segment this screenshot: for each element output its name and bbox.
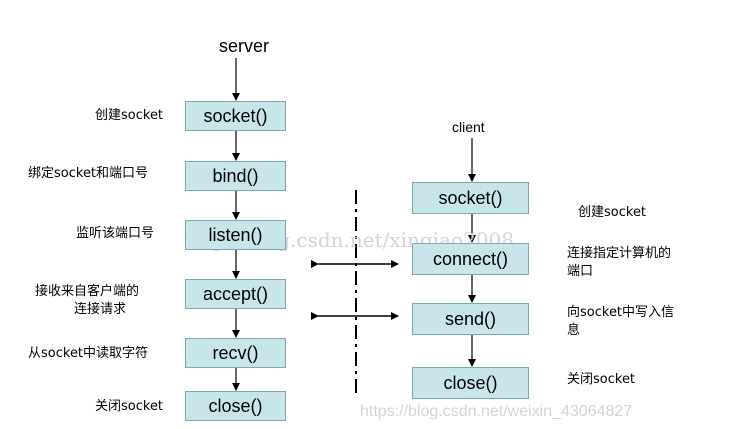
server-accept-box: accept() (185, 279, 286, 309)
client-label-close: 关闭socket (567, 372, 636, 387)
server-bind-box: bind() (185, 161, 286, 191)
server-label-bind: 绑定socket和端口号 (28, 166, 149, 181)
server-close-box: close() (185, 391, 286, 421)
watermark-bottom: https://blog.csdn.net/weixin_43064827 (360, 403, 633, 420)
server-title: server (219, 36, 270, 56)
client-label-send-1: 向socket中写入信 (567, 305, 675, 320)
client-socket-box: socket() (412, 182, 529, 214)
client-close-box: close() (412, 367, 529, 399)
client-label-create: 创建socket (578, 205, 647, 220)
server-listen-box: listen() (185, 220, 286, 250)
server-label-listen: 监听该端口号 (76, 226, 155, 241)
server-socket-box: socket() (185, 101, 286, 131)
client-label-connect-1: 连接指定计算机的 (567, 246, 672, 261)
server-label-recv: 从socket中读取字符 (28, 346, 149, 361)
client-connect-box: connect() (412, 243, 529, 275)
server-label-close: 关闭socket (95, 399, 164, 414)
client-title: client (452, 119, 485, 135)
server-label-create: 创建socket (95, 108, 164, 123)
server-label-accept-2: 连接请求 (74, 302, 127, 317)
client-label-send-2: 息 (567, 323, 581, 338)
client-label-connect-2: 端口 (567, 264, 594, 279)
server-recv-box: recv() (185, 338, 286, 368)
client-send-box: send() (412, 303, 529, 335)
server-label-accept-1: 接收来自客户端的 (35, 284, 140, 299)
